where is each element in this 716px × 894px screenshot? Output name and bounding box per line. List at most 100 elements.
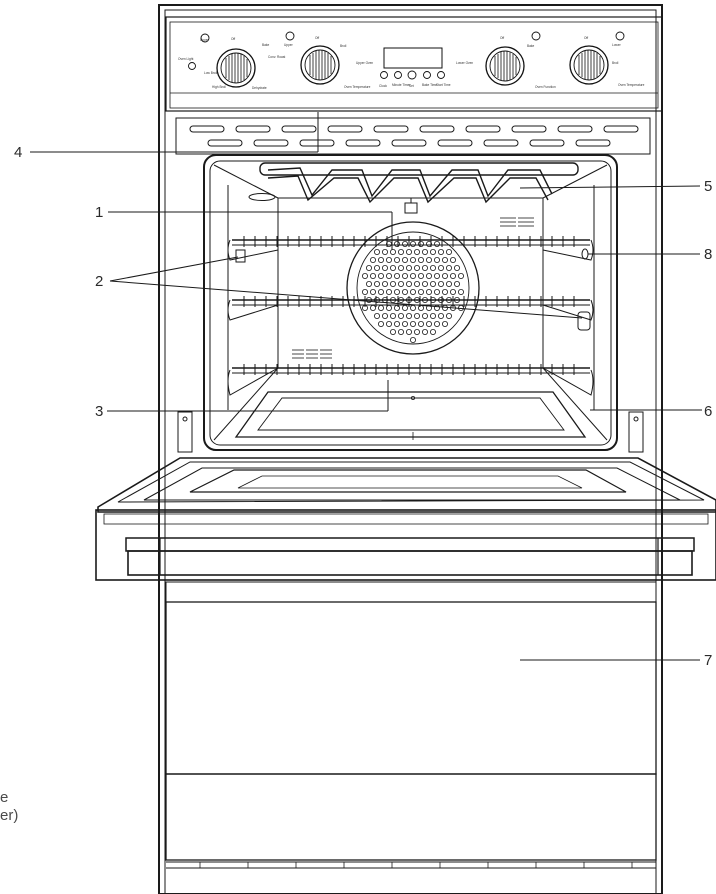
fan-hole [385,272,392,279]
fan-hole [401,304,408,311]
callout-6: 6 [704,403,712,420]
fan-hole [429,264,436,271]
upper-oven-temperature-knob: Upper Off Broil Upper Oven Oven Temperat… [284,31,373,89]
knob1-label-low-broil: Low Broil [204,71,217,75]
fan-hole [425,256,432,263]
button-label-minute-timer: Minute Timer [392,83,411,87]
fan-hole [369,256,376,263]
fan-hole [437,264,444,271]
fan-hole [389,312,396,319]
callout-2: 2 [95,273,103,290]
fan-hole [361,288,368,295]
fan-hole [409,256,416,263]
fan-hole [377,304,384,311]
fan-hole [445,280,452,287]
fan-hole [401,288,408,295]
convection-fan [346,221,480,355]
knob2-label-upper: Upper [284,43,294,47]
vent-slot [345,139,381,147]
oven-light [248,193,534,359]
button-label-start-time: Start Time [436,83,451,87]
fan-hole [449,288,456,295]
fan-hole [445,312,452,319]
fan-hole [437,312,444,319]
fan-hole [441,304,448,311]
vent-slot [603,125,639,133]
fan-hole [389,280,396,287]
fan-hole [437,248,444,255]
vent-slot [253,139,289,147]
fan-hole [397,248,404,255]
vent-slot [373,125,409,133]
fan-hole [425,240,432,247]
fan-hole [429,312,436,319]
vent-slot [391,139,427,147]
fan-hole [421,280,428,287]
fan-hole [377,256,384,263]
callout-5: 5 [704,178,712,195]
fan-hole [405,328,412,335]
fan-hole [421,312,428,319]
fan-hole [369,304,376,311]
knob1-label-conv-roast: Conv. Roast [268,55,285,59]
callout-3: 3 [95,403,103,420]
fan-hole [417,256,424,263]
side-note-line-1: e [0,789,9,806]
fan-hole [377,288,384,295]
fan-hole [397,328,404,335]
fan-hole [433,272,440,279]
fan-hole [457,272,464,279]
fan-hole [429,248,436,255]
fan-hole [397,312,404,319]
fan-hole [409,240,416,247]
fan-hole [373,312,380,319]
fan-hole [373,280,380,287]
knob3-label-lower-oven: Lower Oven [456,61,473,65]
knob1-label-oven-light: Oven Light [178,57,194,61]
fan-hole [393,288,400,295]
fan-hole [417,304,424,311]
knob1-label-high-broil: High Broil [212,85,226,89]
rack [232,236,590,247]
fan-hole [417,272,424,279]
fan-hole [453,280,460,287]
lower-oven-temperature-knob: Lower Off Broil Oven Temperature [569,31,645,87]
fan-hole [393,240,400,247]
fan-hole [417,288,424,295]
fan-hole [381,280,388,287]
fan-hole [445,264,452,271]
fan-hole [365,280,372,287]
oven-racks [232,236,590,375]
vent-slot [207,139,243,147]
lower-oven-function-knob: Off Lower Oven Bake Oven Function [456,31,556,89]
vent-slot [189,125,225,133]
callout-7: 7 [704,652,712,669]
fan-hole [449,272,456,279]
fan-hole [409,320,416,327]
knob2-label-oven-temperature: Oven Temperature [344,85,371,89]
fan-hole [417,240,424,247]
oven-door [95,457,716,581]
control-panel: Upper Off Bake Oven Light Conv. Roast Lo… [165,16,663,112]
vent-slot [575,139,611,147]
vent-slot [235,125,271,133]
fan-hole [401,256,408,263]
fan-hole [429,328,436,335]
fan-hole [413,328,420,335]
vent-slot [327,125,363,133]
fan-hole [393,272,400,279]
knob2-label-off: Off [315,36,319,40]
fan-hole [453,264,460,271]
fan-hole [425,320,432,327]
fan-hole [397,264,404,271]
fan-hole [397,280,404,287]
fan-hole [409,288,416,295]
fan-hole [401,240,408,247]
knob1-label-upper: Upper [200,38,210,42]
fan-hole [393,256,400,263]
fan-hole [421,328,428,335]
callout-4: 4 [14,144,22,161]
fan-hole [449,256,456,263]
vent-slot [511,125,547,133]
